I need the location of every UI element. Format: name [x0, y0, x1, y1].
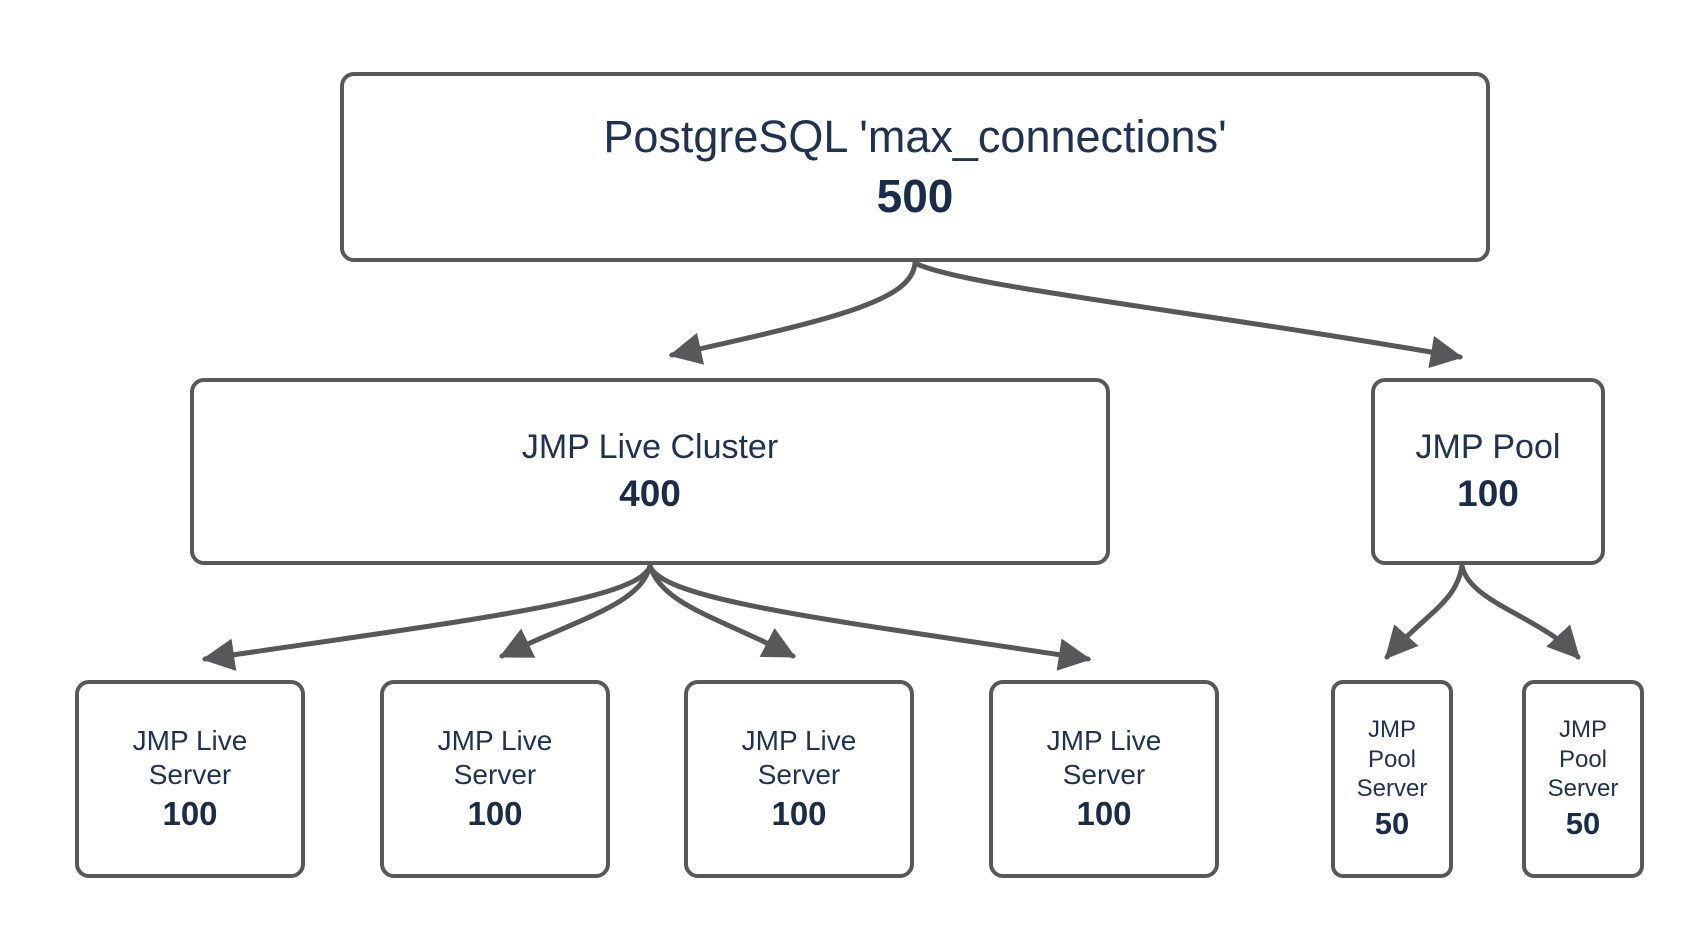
node-label: JMP Pool Server: [1356, 716, 1428, 802]
node-postgresql-max-connections[interactable]: PostgreSQL 'max_connections' 500: [340, 72, 1490, 262]
node-label: JMP Pool: [1415, 427, 1561, 466]
node-jmp-live-cluster[interactable]: JMP Live Cluster 400: [190, 378, 1110, 565]
node-value: 500: [876, 170, 954, 223]
node-value: 100: [467, 795, 523, 833]
edge-cluster-to-live-server-4: [647, 563, 1092, 671]
edge-root-to-cluster: [668, 260, 918, 365]
node-value: 400: [619, 473, 681, 515]
node-jmp-live-server-4[interactable]: JMP Live Server 100: [989, 680, 1219, 878]
edge-pool-to-pool-server-1: [1384, 563, 1465, 660]
edge-cluster-to-live-server-2: [499, 563, 653, 659]
node-value: 100: [771, 795, 827, 833]
node-label: JMP Pool Server: [1547, 716, 1619, 802]
edge-root-to-pool: [912, 260, 1464, 368]
node-label: PostgreSQL 'max_connections': [603, 111, 1227, 163]
node-jmp-live-server-3[interactable]: JMP Live Server 100: [684, 680, 914, 878]
node-value: 50: [1565, 806, 1601, 842]
node-jmp-pool-server-1[interactable]: JMP Pool Server 50: [1331, 680, 1453, 878]
node-label: JMP Live Cluster: [521, 427, 779, 466]
node-label: JMP Live Server: [437, 724, 553, 791]
node-jmp-live-server-2[interactable]: JMP Live Server 100: [380, 680, 610, 878]
edge-cluster-to-live-server-1: [201, 563, 653, 671]
node-value: 100: [1457, 473, 1519, 515]
node-label: JMP Live Server: [1046, 724, 1162, 791]
node-value: 100: [1076, 795, 1132, 833]
node-jmp-pool-server-2[interactable]: JMP Pool Server 50: [1522, 680, 1644, 878]
edge-cluster-to-live-server-3: [647, 563, 796, 659]
node-label: JMP Live Server: [741, 724, 857, 791]
node-label: JMP Live Server: [132, 724, 248, 791]
node-jmp-live-server-1[interactable]: JMP Live Server 100: [75, 680, 305, 878]
node-jmp-pool[interactable]: JMP Pool 100: [1371, 378, 1605, 565]
edge-pool-to-pool-server-2: [1459, 563, 1581, 660]
node-value: 100: [162, 795, 218, 833]
node-value: 50: [1374, 806, 1410, 842]
